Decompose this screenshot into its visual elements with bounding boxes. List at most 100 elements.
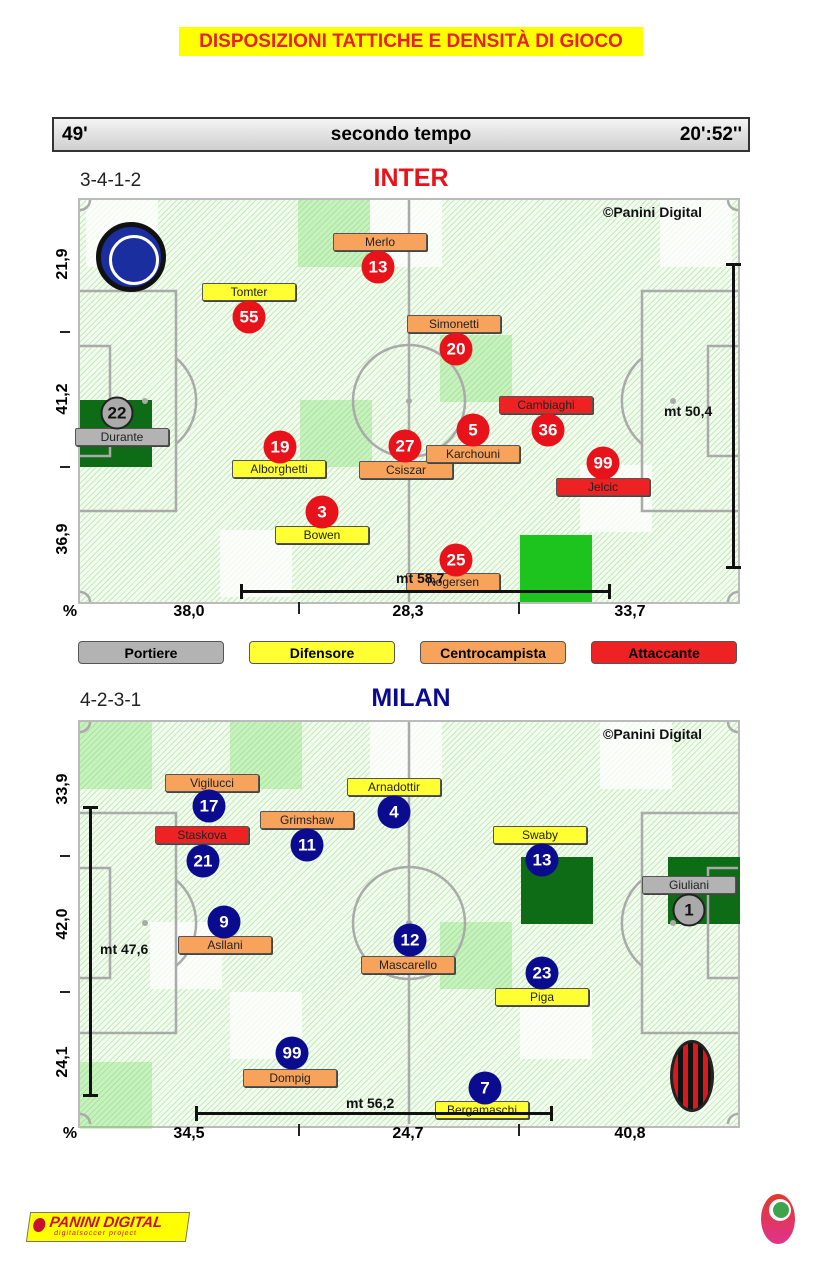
x-axis-label: 34,5 bbox=[173, 1125, 205, 1142]
percent-label: % bbox=[62, 1125, 78, 1142]
player-number-marker[interactable]: 17 bbox=[192, 789, 226, 823]
copyright-label: ©Panini Digital bbox=[603, 204, 702, 220]
x-axis-label: 28,3 bbox=[392, 603, 424, 620]
player-number-marker[interactable]: 13 bbox=[525, 843, 559, 877]
depth-measure-bar bbox=[732, 263, 735, 566]
axis-tick bbox=[518, 602, 520, 614]
player-number-marker[interactable]: 12 bbox=[393, 923, 427, 957]
player-number-marker[interactable]: 4 bbox=[377, 795, 411, 829]
inter-pitch: ©Panini Digital bbox=[78, 198, 740, 604]
player-name-label[interactable]: Giuliani bbox=[642, 876, 736, 894]
player-name-label[interactable]: Asllani bbox=[178, 936, 272, 954]
player-number-marker[interactable]: 11 bbox=[290, 828, 324, 862]
x-axis-label: 40,8 bbox=[614, 1125, 646, 1142]
player-number-marker[interactable]: 1 bbox=[672, 893, 706, 927]
density-cell bbox=[600, 722, 672, 789]
player-name-label[interactable]: Bowen bbox=[275, 526, 369, 544]
player-name-label[interactable]: Mascarello bbox=[361, 956, 455, 974]
player-number-marker[interactable]: 36 bbox=[531, 413, 565, 447]
milan-logo-icon bbox=[670, 1040, 714, 1112]
measure-bar-end bbox=[726, 566, 741, 569]
measure-bar-end bbox=[608, 584, 611, 599]
density-cell bbox=[440, 922, 512, 989]
player-name-label[interactable]: Simonetti bbox=[407, 315, 501, 333]
player-name-label[interactable]: Karchouni bbox=[426, 445, 520, 463]
player-number-marker[interactable]: 3 bbox=[305, 495, 339, 529]
axis-tick bbox=[60, 991, 70, 993]
player-name-label[interactable]: Alborghetti bbox=[232, 460, 326, 478]
player-name-label[interactable]: Piga bbox=[495, 988, 589, 1006]
legend-difensore: Difensore bbox=[249, 641, 395, 664]
axis-tick bbox=[60, 466, 70, 468]
player-name-label[interactable]: Cambiaghi bbox=[499, 396, 593, 414]
player-name-label[interactable]: Durante bbox=[75, 428, 169, 446]
width-measure-bar bbox=[195, 1112, 550, 1115]
player-number-marker[interactable]: 21 bbox=[186, 844, 220, 878]
sponsor-logo-icon bbox=[761, 1194, 811, 1244]
player-number-marker[interactable]: 5 bbox=[456, 413, 490, 447]
y-axis-label: 41,2 bbox=[54, 383, 71, 415]
player-number-marker[interactable]: 23 bbox=[525, 956, 559, 990]
player-name-label[interactable]: Jelcic bbox=[556, 478, 650, 496]
player-name-label[interactable]: Tomter bbox=[202, 283, 296, 301]
density-cell bbox=[300, 400, 372, 467]
measure-bar-end bbox=[83, 806, 98, 809]
x-axis-label: 33,7 bbox=[614, 603, 646, 620]
legend-portiere: Portiere bbox=[78, 641, 224, 664]
legend-centrocampista: Centrocampista bbox=[420, 641, 566, 664]
player-number-marker[interactable]: 25 bbox=[439, 543, 473, 577]
player-name-label[interactable]: Merlo bbox=[333, 233, 427, 251]
player-name-label[interactable]: Grimshaw bbox=[260, 811, 354, 829]
axis-tick bbox=[298, 1124, 300, 1136]
density-cell bbox=[660, 200, 732, 267]
match-clock: 20':52'' bbox=[679, 124, 742, 145]
player-number-marker[interactable]: 55 bbox=[232, 300, 266, 334]
width-measure-bar bbox=[240, 590, 608, 593]
inter-team-name: INTER bbox=[373, 164, 449, 192]
player-name-label[interactable]: Arnadottir bbox=[347, 778, 441, 796]
density-cell bbox=[580, 465, 652, 532]
axis-tick bbox=[60, 855, 70, 857]
player-name-label[interactable]: Dompig bbox=[243, 1069, 337, 1087]
player-number-marker[interactable]: 7 bbox=[468, 1071, 502, 1105]
match-period: secondo tempo bbox=[330, 124, 472, 145]
player-name-label[interactable]: Vigilucci bbox=[165, 774, 259, 792]
axis-tick bbox=[60, 331, 70, 333]
y-axis-label: 24,1 bbox=[54, 1046, 71, 1078]
copyright-label: ©Panini Digital bbox=[603, 726, 702, 742]
match-minute: 49' bbox=[62, 124, 88, 145]
player-number-marker[interactable]: 19 bbox=[263, 430, 297, 464]
density-cell bbox=[80, 722, 152, 789]
milan-formation: 4-2-3-1 bbox=[80, 690, 142, 711]
measure-bar-end bbox=[550, 1106, 553, 1121]
inter-logo-icon bbox=[96, 222, 166, 292]
x-axis-label: 24,7 bbox=[392, 1125, 424, 1142]
player-number-marker[interactable]: 13 bbox=[361, 250, 395, 284]
logo-tagline: digitalsoccer project bbox=[53, 1230, 138, 1237]
player-name-label[interactable]: Staskova bbox=[155, 826, 249, 844]
x-axis-label: 38,0 bbox=[173, 603, 205, 620]
axis-tick bbox=[518, 1124, 520, 1136]
player-name-label[interactable]: Swaby bbox=[493, 826, 587, 844]
depth-measure-bar bbox=[89, 806, 92, 1094]
player-number-marker[interactable]: 99 bbox=[586, 446, 620, 480]
player-number-marker[interactable]: 27 bbox=[388, 429, 422, 463]
player-number-marker[interactable]: 22 bbox=[100, 396, 134, 430]
legend-attaccante: Attaccante bbox=[591, 641, 737, 664]
logo-brand: PANINI DIGITAL bbox=[48, 1214, 164, 1231]
player-number-marker[interactable]: 99 bbox=[275, 1036, 309, 1070]
measure-bar-end bbox=[726, 263, 741, 266]
depth-measure-label: mt 47,6 bbox=[100, 941, 149, 957]
y-axis-label: 21,9 bbox=[54, 248, 71, 280]
y-axis-label: 36,9 bbox=[54, 523, 71, 555]
y-axis-label: 42,0 bbox=[54, 908, 71, 940]
logo-mark-icon bbox=[32, 1218, 47, 1232]
axis-tick bbox=[298, 602, 300, 614]
player-number-marker[interactable]: 9 bbox=[207, 905, 241, 939]
match-time-bar: 49' secondo tempo 20':52'' bbox=[52, 117, 750, 152]
player-number-marker[interactable]: 20 bbox=[439, 332, 473, 366]
y-axis-label: 33,9 bbox=[54, 773, 71, 805]
player-name-label[interactable]: Csiszar bbox=[359, 461, 453, 479]
milan-team-name: MILAN bbox=[371, 684, 451, 712]
